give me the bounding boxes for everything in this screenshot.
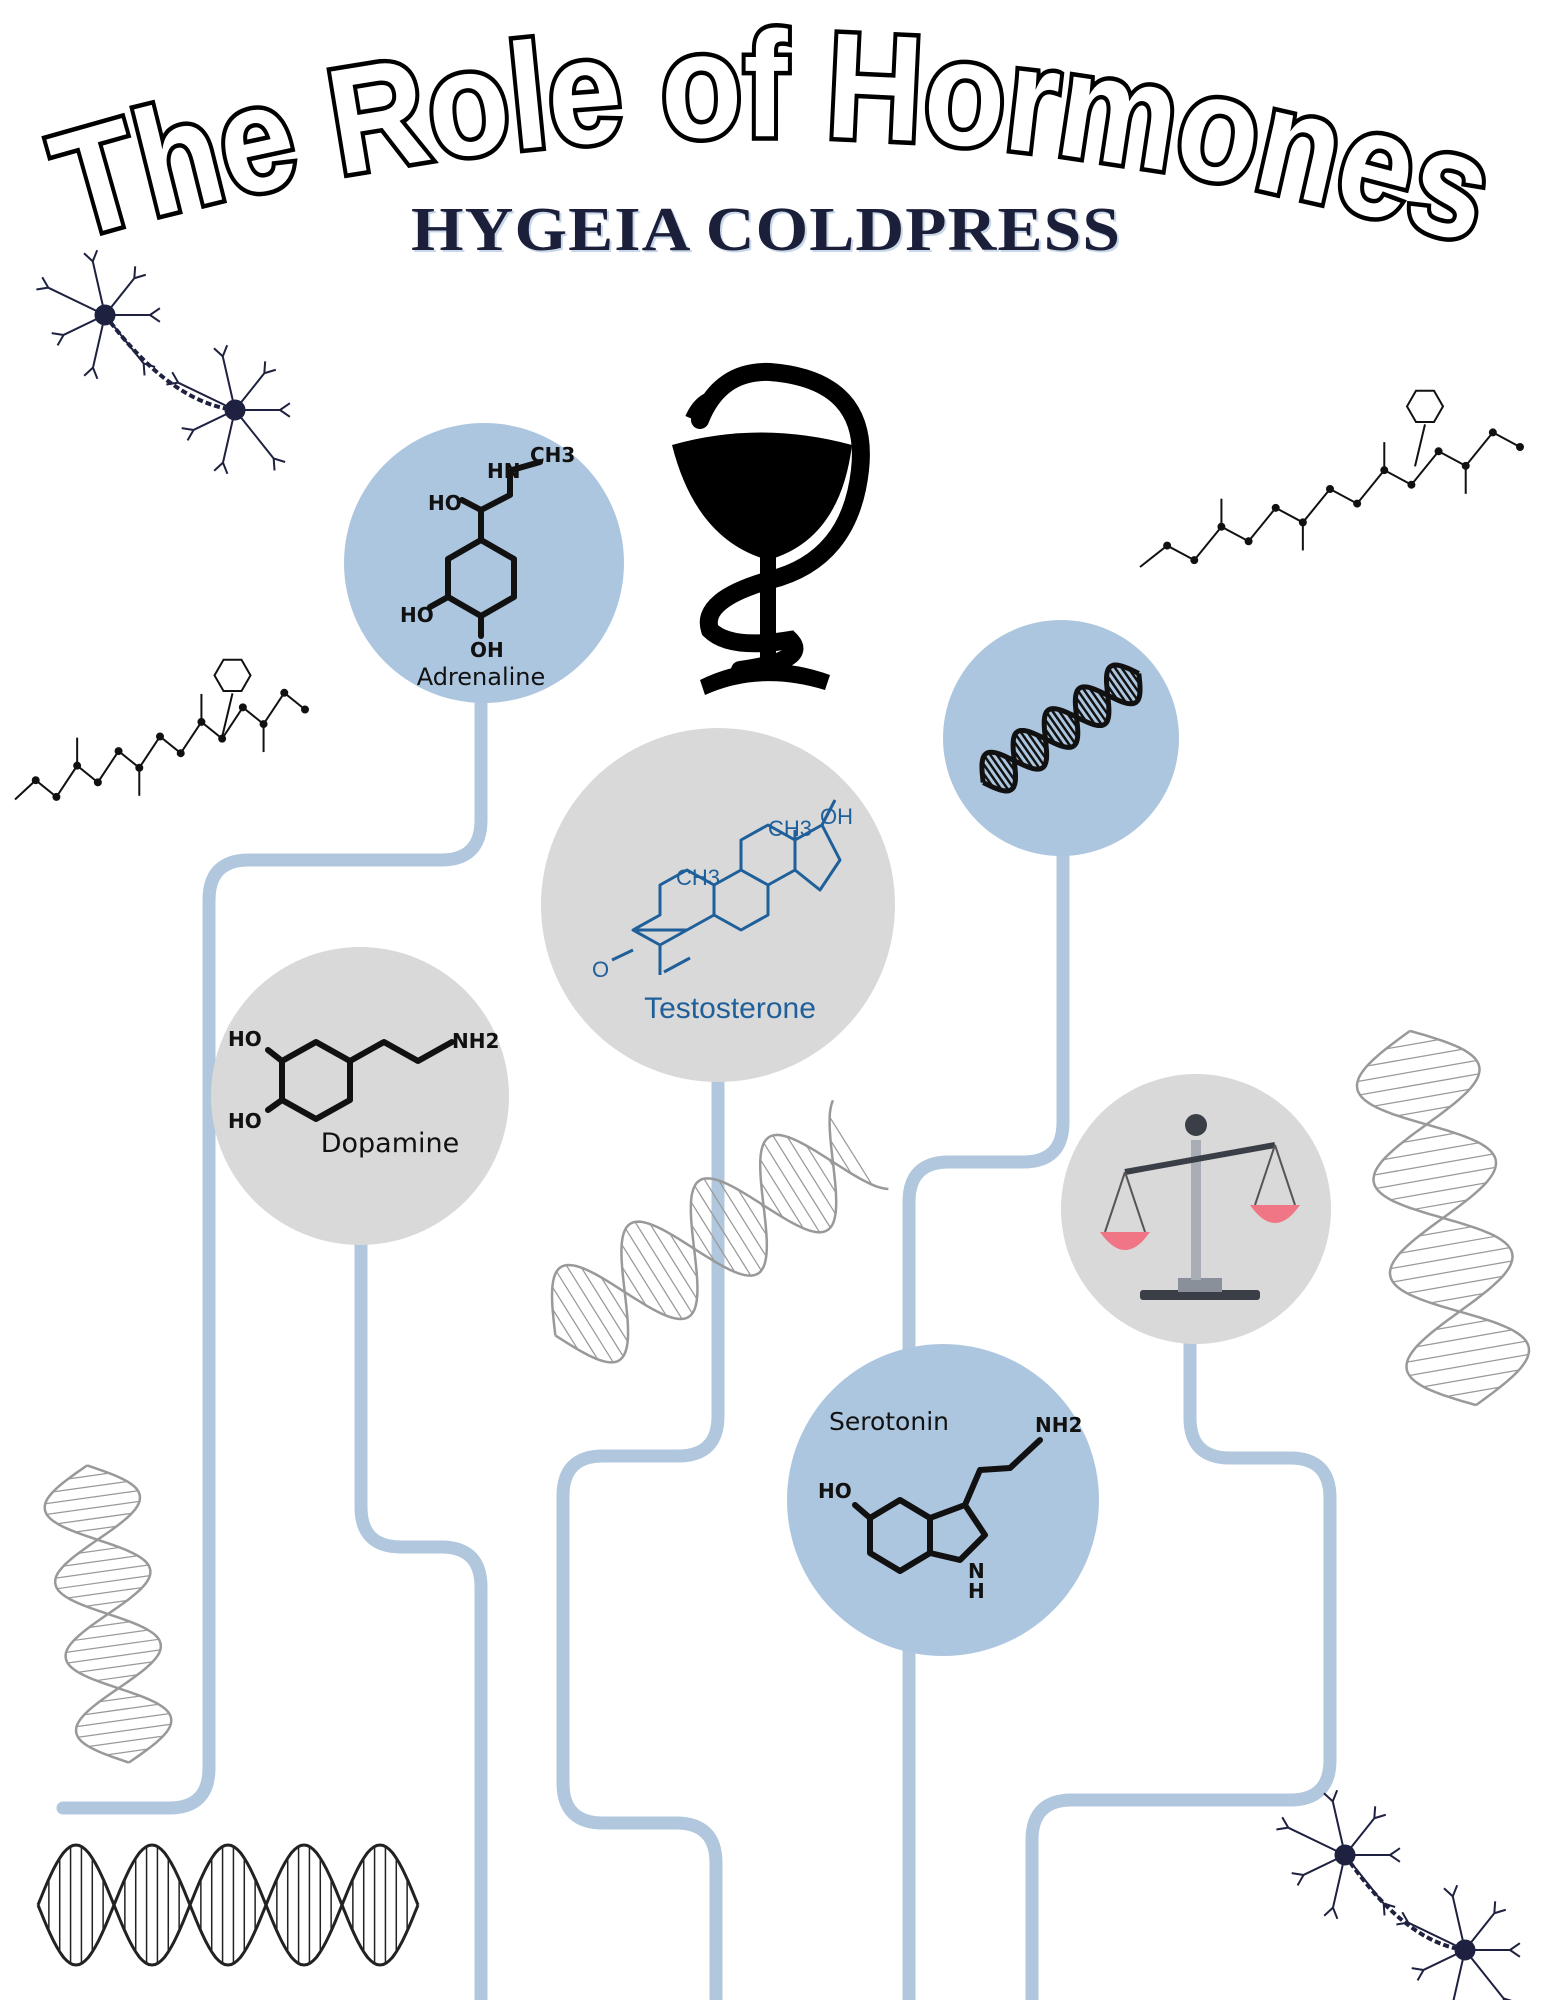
decorations bbox=[14, 249, 1531, 2000]
dna-helix-left bbox=[43, 1464, 173, 1764]
bowl-of-hygieia-icon bbox=[672, 362, 870, 695]
testosterone-label: Testosterone bbox=[644, 992, 816, 1025]
serotonin-circle bbox=[787, 1344, 1099, 1656]
dna-helix-right bbox=[1355, 1029, 1531, 1407]
dopamine-group-ho-bottom: HO bbox=[228, 1109, 262, 1133]
testosterone-group-oh: OH bbox=[820, 804, 853, 829]
dna-helix-bottom-left bbox=[36, 1843, 420, 1967]
dopamine-structure: HO HO NH2 Dopamine bbox=[228, 1027, 499, 1159]
testosterone-group-ch3-a: CH3 bbox=[676, 865, 720, 890]
dna-helix-center bbox=[550, 1099, 889, 1364]
balance-scale-icon bbox=[1100, 1114, 1300, 1300]
neuron-icon-top-left bbox=[36, 249, 291, 475]
dna-icon bbox=[979, 662, 1143, 794]
neuron-icon-bottom-right bbox=[1276, 1789, 1521, 2000]
dopamine-group-nh2: NH2 bbox=[452, 1029, 499, 1053]
adrenaline-circle bbox=[344, 423, 624, 703]
adrenaline-label: Adrenaline bbox=[417, 663, 546, 691]
page-subtitle: HYGEIA COLDPRESS bbox=[411, 196, 1121, 264]
connector-adrenaline bbox=[56, 693, 488, 1815]
connector-dopamine bbox=[354, 1233, 488, 2000]
dna-icon-helix bbox=[979, 662, 1143, 794]
adrenaline-group-oh: OH bbox=[470, 638, 504, 662]
testosterone-group-o: O bbox=[592, 957, 609, 982]
dopamine-group-ho-top: HO bbox=[228, 1027, 262, 1051]
adrenaline-group-hn: HN bbox=[487, 459, 520, 483]
serotonin-structure: Serotonin NH2 HO N H bbox=[818, 1407, 1082, 1603]
dna-circle bbox=[943, 620, 1179, 856]
serotonin-group-nh2: NH2 bbox=[1035, 1413, 1082, 1437]
testosterone-group-ch3-b: CH3 bbox=[768, 816, 812, 841]
serotonin-label: Serotonin bbox=[829, 1407, 949, 1436]
connector-dna bbox=[902, 843, 1070, 1357]
molecule-icon-left bbox=[14, 658, 309, 801]
adrenaline-group-ch3: CH3 bbox=[530, 443, 575, 467]
serotonin-group-h: H bbox=[968, 1579, 985, 1603]
dopamine-circle bbox=[211, 947, 509, 1245]
serotonin-group-ho: HO bbox=[818, 1479, 852, 1503]
connector-lines bbox=[56, 693, 1337, 2000]
adrenaline-structure: HN CH3 HO HO OH Adrenaline bbox=[400, 443, 575, 691]
molecule-icon-top-right bbox=[1139, 389, 1524, 568]
adrenaline-group-ho-left: HO bbox=[400, 603, 434, 627]
dopamine-label: Dopamine bbox=[321, 1128, 460, 1159]
connector-testosterone bbox=[556, 1073, 725, 2000]
testosterone-circle bbox=[541, 728, 895, 1082]
testosterone-structure: CH3 CH3 OH O Testosterone bbox=[592, 799, 853, 1025]
connector-scale bbox=[1025, 1333, 1337, 2000]
adrenaline-group-ho-top: HO bbox=[428, 491, 462, 515]
serotonin-group-n: N bbox=[968, 1559, 985, 1583]
